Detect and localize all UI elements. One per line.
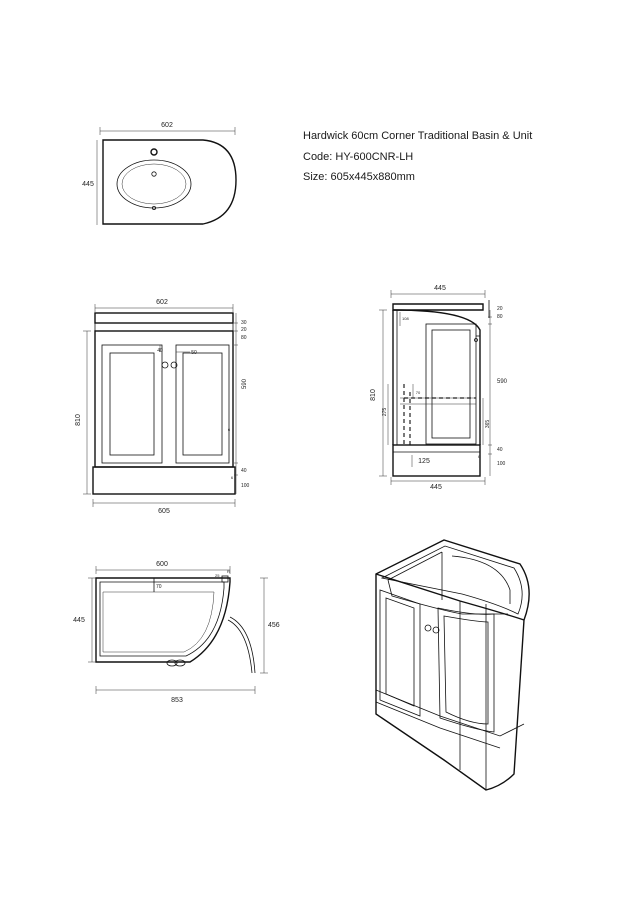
front-tiny-label-a: 6 (228, 427, 231, 432)
product-code: Code: HY-600CNR-LH (303, 151, 414, 163)
side-top-width-label: 445 (434, 285, 446, 292)
plan-total-width-label: 853 (171, 697, 183, 704)
front-view-drawing: 602 40 50 6 6 810 30 20 80 590 40 100 (75, 299, 250, 515)
side-dim-20: 20 (497, 306, 503, 312)
side-bottom-width-label: 445 (430, 484, 442, 491)
side-height-label: 810 (370, 389, 377, 401)
side-inner-label: 108 (402, 316, 409, 321)
side-dim-100: 100 (497, 461, 506, 467)
side-dim-80: 80 (497, 314, 503, 320)
top-view-drawing: 602 445 (82, 122, 237, 225)
front-dim-40: 40 (241, 468, 247, 474)
plan-depth-label: 445 (73, 617, 85, 624)
front-dim-590: 590 (242, 378, 248, 389)
plan-view-drawing: 600 70 25 R 445 456 853 (73, 561, 280, 704)
side-base-label: 125 (418, 458, 430, 465)
front-dim-100: 100 (241, 483, 250, 489)
side-dim-590: 590 (497, 379, 508, 385)
side-inner-height-label: 275 (382, 408, 388, 417)
top-view-width-label: 602 (161, 122, 173, 129)
front-dim-30: 30 (241, 320, 247, 326)
front-handle-offset-label: 40 (157, 348, 163, 354)
side-dim-40: 40 (497, 447, 503, 453)
product-title: Hardwick 60cm Corner Traditional Basin &… (303, 130, 533, 142)
front-dim-80: 80 (241, 335, 247, 341)
front-dim-20: 20 (241, 327, 247, 333)
isometric-view-drawing (375, 539, 530, 791)
plan-width-label: 600 (156, 561, 168, 568)
front-tiny-label-b: 6 (231, 475, 234, 480)
front-top-width-label: 602 (156, 299, 168, 306)
plan-corner-label: 25 (215, 573, 220, 578)
plan-drop-height-label: 456 (268, 622, 280, 629)
side-small-label: 70 (416, 390, 421, 395)
top-view-depth-label: 445 (82, 181, 94, 188)
plan-corner-small: R (227, 569, 230, 574)
product-size: Size: 605x445x880mm (303, 171, 415, 183)
front-handle-gap-label: 50 (191, 350, 197, 356)
front-height-label: 810 (75, 414, 82, 426)
side-tiny-label: 6 (478, 454, 481, 459)
front-bottom-width-label: 605 (158, 508, 170, 515)
side-dim-365: 365 (485, 420, 491, 429)
side-view-drawing: 445 70 108 810 275 20 80 590 (370, 285, 508, 491)
plan-inner-label: 70 (156, 584, 162, 590)
